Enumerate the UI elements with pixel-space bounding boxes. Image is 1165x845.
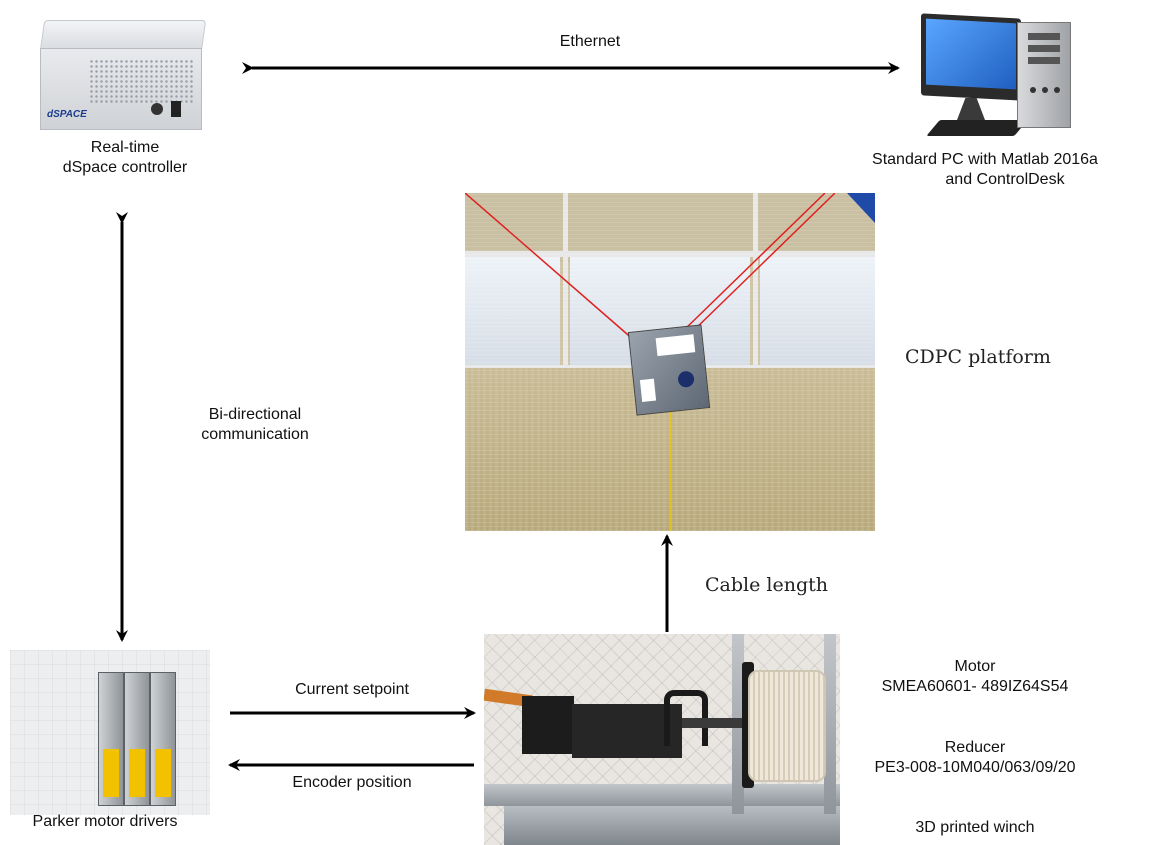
- pc-label-line2: and ControlDesk: [945, 171, 1065, 188]
- bidirectional-label: Bi-directional communication: [160, 405, 350, 445]
- reducer-model: PE3-008-10M040/063/09/20: [874, 759, 1076, 776]
- winch-spool: [748, 670, 826, 782]
- bidirectional-label-line1: Bi-directional: [208, 406, 302, 423]
- dspace-label: Real-time dSpace controller: [50, 138, 200, 178]
- motor-label: Motor SMEA60601- 489IZ64S54: [870, 657, 1080, 697]
- reducer-label: Reducer PE3-008-10M040/063/09/20: [862, 738, 1088, 778]
- dspace-label-line2: dSpace controller: [62, 159, 188, 176]
- dspace-controller-image: dSPACE: [40, 20, 207, 130]
- parker-motor-drivers-image: [10, 650, 210, 815]
- cdpc-platform-body: [627, 324, 711, 416]
- parker-label: Parker motor drivers: [32, 813, 178, 830]
- reducer-title: Reducer: [944, 739, 1006, 756]
- cable-length-label: Cable length: [705, 574, 828, 596]
- reducer-body: [572, 704, 682, 758]
- standard-pc-image: [905, 10, 1080, 140]
- motor-title: Motor: [954, 658, 996, 675]
- cdpc-platform-photo: [465, 193, 875, 531]
- dspace-label-line1: Real-time: [90, 139, 160, 156]
- pc-label-line1: Standard PC with Matlab 2016a: [872, 151, 1098, 168]
- encoder-position-label: Encoder position: [292, 774, 412, 791]
- ethernet-label: Ethernet: [559, 33, 621, 50]
- current-setpoint-label: Current setpoint: [295, 681, 409, 698]
- cdpc-platform-label: CDPC platform: [905, 346, 1051, 368]
- motor-body: [522, 696, 574, 754]
- winch-label: 3D printed winch: [915, 819, 1035, 836]
- motor-model: SMEA60601- 489IZ64S54: [881, 678, 1069, 695]
- dspace-logo: dSPACE: [47, 109, 87, 120]
- bidirectional-label-line2: communication: [201, 426, 309, 443]
- motor-winch-photo: [484, 634, 840, 845]
- pc-label: Standard PC with Matlab 2016a and Contro…: [855, 150, 1115, 190]
